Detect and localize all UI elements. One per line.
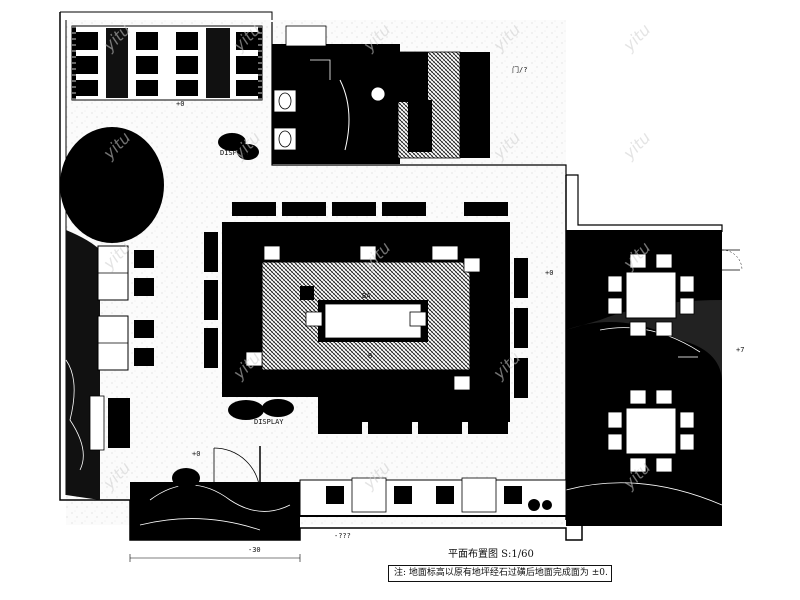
- top-dining-area: [71, 25, 263, 101]
- display-bottom: [228, 399, 294, 420]
- level-label-right: +0: [545, 269, 553, 277]
- level-label-bottom2: -???: [334, 532, 351, 540]
- bar-stools-left: [204, 232, 218, 368]
- right-doors: [721, 249, 743, 271]
- display-top: [218, 133, 259, 160]
- bar-label: BA: [362, 292, 371, 300]
- bar-stools-right: [514, 258, 528, 398]
- drawing-title: 平面布置图 S:1/60: [448, 549, 534, 560]
- right-tag: +7: [736, 346, 744, 354]
- dimension-line: [129, 554, 301, 562]
- svg-text:yitu: yitu: [619, 20, 655, 56]
- top-right-tag: 门/?: [512, 65, 527, 74]
- level-label-top: +0: [176, 100, 184, 108]
- elevation-note: 注: 地面标高以原有地坪经石过磺后地面完成面为 ±0.: [388, 565, 612, 582]
- level-label-door: +0: [192, 450, 200, 458]
- bar-center-label: B: [368, 352, 372, 360]
- bottom-planting: [130, 468, 300, 540]
- bar-island: [222, 222, 510, 422]
- left-seating: [89, 245, 154, 451]
- svg-text:yitu: yitu: [619, 128, 655, 164]
- level-label-bottom: -30: [248, 546, 261, 554]
- bar-stools-bottom: [318, 420, 508, 434]
- private-dining-room: [565, 230, 723, 526]
- display-label-top: DISPLAY: [220, 149, 250, 157]
- bottom-counter: [299, 477, 567, 517]
- display-label-bottom: DISPLAY: [254, 418, 284, 426]
- bar-stools-top: [232, 202, 508, 216]
- restroom-block: [272, 25, 490, 164]
